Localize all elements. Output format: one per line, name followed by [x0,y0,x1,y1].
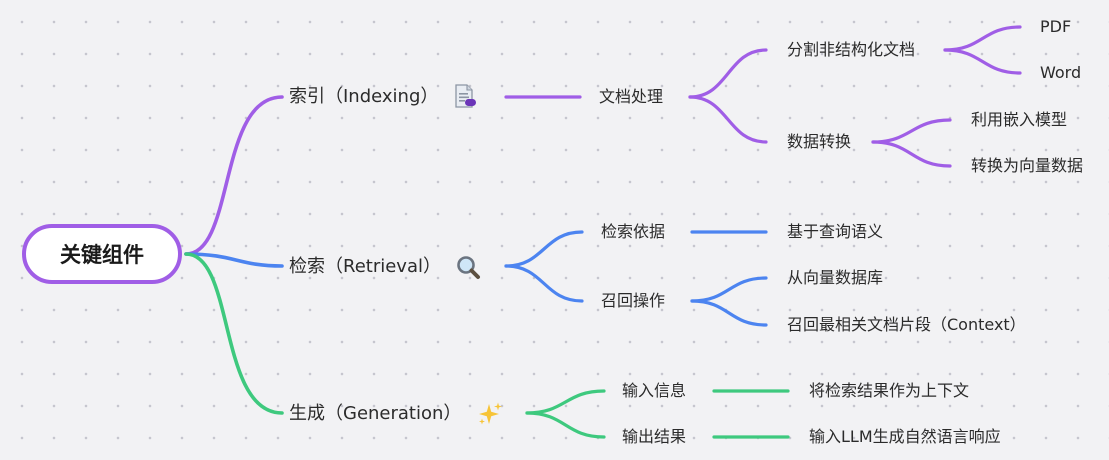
connector-convert-embed [871,118,952,144]
leaf-recall-context[interactable]: 召回最相关文档片段（Context） [787,315,1026,334]
node-split-documents[interactable]: 分割非结构化文档 [787,40,916,59]
branch-generation[interactable]: 生成（Generation） [289,403,462,424]
connector-root-indexing [184,95,284,256]
connector-retrieval-basis [504,230,584,268]
connector-split-word [943,48,1022,75]
connector-step-split [688,48,768,99]
connector-generation-output [525,411,606,439]
magnifier-icon [457,256,480,279]
document-icon [455,84,476,108]
branch-retrieval[interactable]: 检索（Retrieval） [289,256,441,277]
leaf-word[interactable]: Word [1040,63,1082,82]
sparkles-icon [479,402,502,425]
connector-recall-context [690,299,768,327]
connector-retrieval-recall [504,264,584,303]
connector-recall-db [690,276,768,303]
connector-generation-input [525,389,606,415]
connector-split-pdf [943,25,1022,52]
node-input-info[interactable]: 输入信息 [622,381,687,400]
connector-root-retrieval [184,252,284,268]
node-document-processing[interactable]: 文档处理 [599,87,664,106]
root-node[interactable]: 关键组件 [22,224,182,284]
leaf-vector-data[interactable]: 转换为向量数据 [971,156,1084,175]
connector-convert-vector [871,140,952,168]
leaf-llm-response[interactable]: 输入LLM生成自然语言响应 [809,427,1001,446]
branch-indexing[interactable]: 索引（Indexing） [289,86,439,107]
node-data-conversion[interactable]: 数据转换 [787,132,852,151]
node-output-result[interactable]: 输出结果 [622,427,687,446]
node-recall-operation[interactable]: 召回操作 [601,291,666,310]
connector-root-generation [184,252,284,415]
connector-step-convert [688,95,768,144]
leaf-embedding-model[interactable]: 利用嵌入模型 [971,110,1068,129]
node-retrieval-basis[interactable]: 检索依据 [601,222,666,241]
leaf-retrieval-as-context[interactable]: 将检索结果作为上下文 [809,381,970,400]
leaf-query-semantics[interactable]: 基于查询语义 [787,222,884,241]
leaf-pdf[interactable]: PDF [1040,17,1072,36]
leaf-vector-database[interactable]: 从向量数据库 [787,268,884,287]
